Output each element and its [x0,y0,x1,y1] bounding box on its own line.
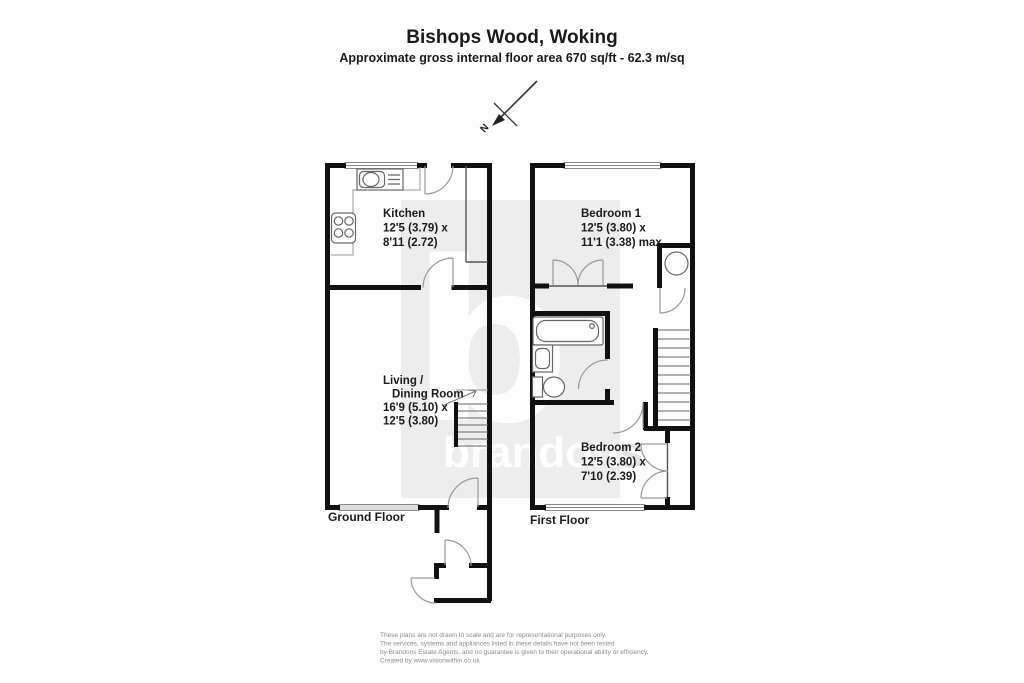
basin-icon [531,344,554,373]
bath-inner [535,319,600,343]
bedroom1-dim1: 12'5 (3.80) x [581,223,646,235]
hob-burner [333,228,344,238]
kitchen-label: Kitchen [383,208,425,220]
first-floor [530,162,695,511]
hob-burner [333,216,344,226]
sink-icon [356,168,404,191]
living-hall-door-arc [447,477,479,509]
living-dim1: 16'9 (5.10) x [383,402,448,414]
ff-stairs [658,329,691,421]
north-arrow-line [495,80,538,123]
first-floor-label: First Floor [530,513,590,527]
kitchen-counter [331,167,421,256]
wardrobe-fronts [549,285,669,497]
ground-floor [325,162,492,604]
bedroom2-dim2: 7'10 (2.39) [581,471,636,483]
bathroom-door-arc [577,359,608,390]
gf-doors [410,165,479,604]
bedroom2-label: Bedroom 2 [581,442,641,454]
wc-door-arc [659,287,686,314]
toilet-bowl [542,376,566,398]
hob-burner [344,228,354,238]
gf-kitchen-partition [465,166,488,263]
north-arrow-cross [493,102,518,127]
bedroom2-dim1: 12'5 (3.80) x [581,457,646,469]
basin-inner [534,347,551,370]
room-labels: Kitchen 12'5 (3.79) x 8'11 (2.72) Living… [383,208,662,483]
disclaimer: These plans are not drawn to scale and a… [380,632,649,665]
front-door-arc [424,165,454,195]
gf-walls [325,163,492,603]
page-title: Bishops Wood, Woking [406,27,617,48]
ff-doors [552,259,686,499]
living-label-1: Living / [383,375,424,387]
bedroom2-door-arc [612,402,644,434]
ground-floor-label: Ground Floor [328,510,405,524]
north-arrow-head [492,114,505,126]
living-label-2: Dining Room [392,389,464,401]
watermark-text-outer: brandons [443,428,643,477]
kitchen-dim2: 8'11 (2.72) [383,237,438,249]
wc-toilet-icon [664,251,689,276]
bedroom1-dim2: 11'1 (3.38) max [581,237,662,249]
gf-stairs-treads [458,403,488,447]
hall-door-arc [444,539,472,567]
bedroom1-wardrobe-door-right [577,259,604,286]
sink-drainer [388,174,400,185]
porch-door-arc [410,577,437,604]
toilet-icon [531,376,566,398]
wc-toilet-bowl [664,251,689,276]
bath-tap [588,323,595,330]
disclaimer-line-2: The services, systems and appliances lis… [380,641,615,648]
kitchen-door-arc [422,257,454,288]
living-dim2: 12'5 (3.80) [383,416,438,428]
gf-stairs [443,389,488,447]
disclaimer-line-1: These plans are not drawn to scale and a… [380,632,607,639]
hob-icon [330,212,357,244]
sink-bowl [362,171,380,188]
bedroom2-wardrobe-door-bottom [640,470,669,499]
ff-stairs-treads [658,329,691,421]
toilet-cistern [531,376,544,398]
disclaimer-line-3: by Brandons Estate Agents, and no guaran… [380,649,649,656]
kitchen-dim1: 12'5 (3.79) x [383,223,448,235]
bedroom1-label: Bedroom 1 [581,208,642,220]
bath-icon [532,316,604,346]
bedroom2-wardrobe-door-top [640,443,669,472]
north-label: N [478,122,491,135]
watermark-square [401,200,620,498]
disclaimer-line-4: Created by www.visionwithin.co.uk [380,658,480,665]
page-subtitle: Approximate gross internal floor area 67… [339,51,684,65]
gf-stairs-up-arrow [443,389,477,406]
hob-burner [344,216,354,226]
north-arrow: N [478,80,538,135]
